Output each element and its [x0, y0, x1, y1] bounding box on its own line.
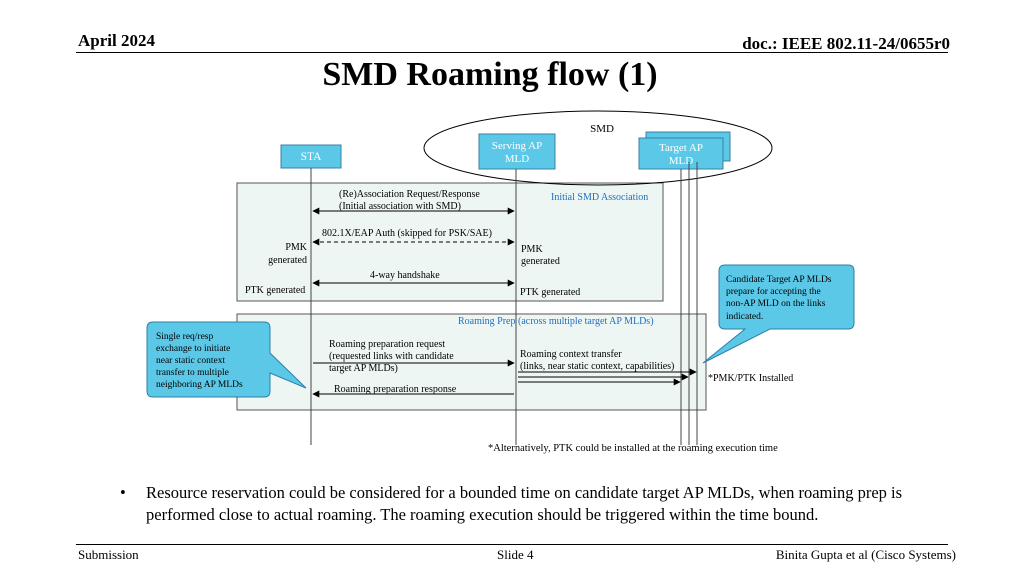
pmk-left-line2: generated	[268, 255, 307, 266]
right-callout-line2: prepare for accepting the	[726, 286, 821, 297]
right-callout-line1: Candidate Target AP MLDs	[726, 275, 832, 285]
left-callout-line2: exchange to initiate	[156, 344, 230, 354]
reassoc-label-line2: (Initial association with SMD)	[339, 201, 461, 212]
target-ap-label-line2: MLD	[669, 155, 694, 167]
left-callout-line5: neighboring AP MLDs	[156, 380, 243, 390]
header-doc-id: doc.: IEEE 802.11-24/0655r0	[742, 34, 950, 53]
eap-label: 802.1X/EAP Auth (skipped for PSK/SAE)	[322, 228, 492, 239]
header-date: April 2024	[78, 31, 155, 50]
bullet-text: Resource reservation could be considered…	[146, 483, 903, 524]
right-callout	[702, 264, 855, 364]
alternative-note: *Alternatively, PTK could be installed a…	[488, 443, 778, 454]
pmk-right-line2: generated	[521, 256, 560, 267]
context-transfer-line1: Roaming context transfer	[520, 349, 622, 360]
roaming-prep-title: Roaming Prep (across multiple target AP …	[458, 316, 654, 327]
prep-request-line2: (requested links with candidate	[329, 351, 454, 362]
left-callout-line4: transfer to multiple	[156, 367, 229, 378]
target-ap-box	[638, 137, 724, 170]
left-callout-line1: Single req/resp	[156, 332, 214, 342]
four-way-label: 4-way handshake	[370, 270, 440, 281]
ptk-left-label: PTK generated	[245, 285, 305, 296]
prep-response-label: Roaming preparation response	[334, 384, 457, 395]
pmk-left-line1: PMK	[285, 242, 307, 253]
footer-submission: Submission	[78, 547, 139, 562]
prep-request-line1: Roaming preparation request	[329, 339, 445, 350]
footer-rule	[76, 544, 948, 545]
slide-title: SMD Roaming flow (1)	[322, 56, 658, 93]
smd-label: SMD	[590, 123, 614, 135]
serving-ap-label-line2: MLD	[505, 153, 530, 165]
smd-ellipse	[423, 110, 773, 186]
ptk-right-label: PTK generated	[520, 287, 580, 298]
pmk-ptk-installed-label: *PMK/PTK Installed	[708, 373, 793, 384]
footer-authors: Binita Gupta et al (Cisco Systems)	[775, 547, 956, 562]
right-callout-line4: indicated.	[726, 312, 763, 322]
prep-request-line3: target AP MLDs)	[329, 363, 398, 374]
right-callout-line3: non-AP MLD on the links	[726, 299, 826, 309]
target-ap-label-line1: Target AP	[659, 142, 703, 154]
context-transfer-line2: (links, near static context, capabilitie…	[520, 361, 674, 372]
initial-association-title: Initial SMD Association	[551, 192, 648, 203]
left-callout	[146, 321, 307, 398]
left-callout-line3: near static context	[156, 356, 225, 366]
reassoc-label-line1: (Re)Association Request/Response	[339, 189, 480, 200]
bullet-dot: •	[120, 483, 126, 502]
footer-slide-number: Slide 4	[497, 547, 534, 562]
sta-label: STA	[301, 151, 322, 163]
serving-ap-box	[478, 133, 556, 170]
serving-ap-label-line1: Serving AP	[492, 140, 542, 152]
header-rule	[76, 52, 948, 53]
pmk-right-line1: PMK	[521, 244, 543, 255]
